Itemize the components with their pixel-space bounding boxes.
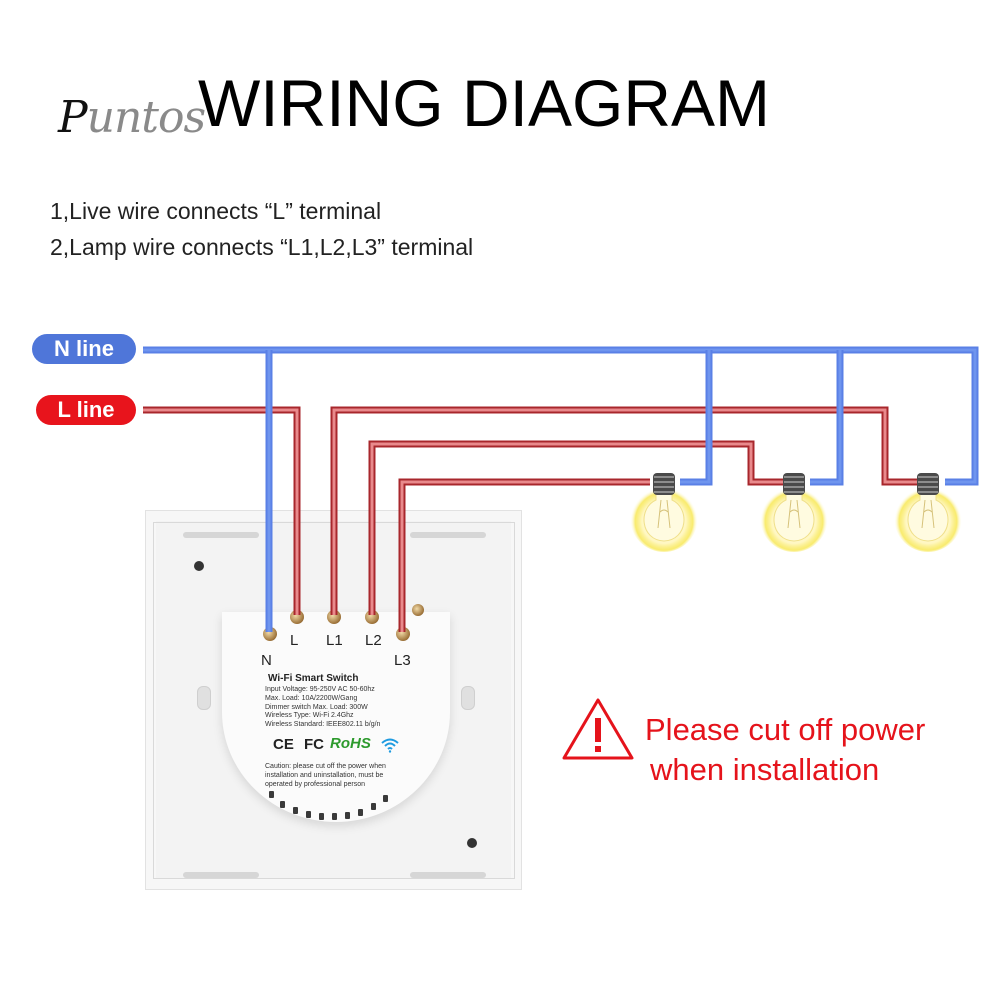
instruction-1: 1,Live wire connects “L” terminal [50, 198, 382, 224]
mount-hole [461, 686, 475, 710]
lamp-wire-l3 [398, 478, 650, 632]
lamp-3-bulb-icon [894, 473, 962, 552]
lamp-wire-l1-core [332, 408, 918, 615]
screw-hole [467, 838, 477, 848]
mount-slot [410, 872, 486, 878]
caution-line: Caution: please cut off the power when [265, 763, 386, 770]
terminal-label-l: L [290, 632, 299, 649]
brand-logo: Puntos [58, 92, 206, 143]
warning-text-line2: when installation [650, 752, 880, 787]
wifi-icon [381, 738, 399, 753]
spec-line: Wireless Standard: IEEE802.11 b/g/n [265, 721, 381, 728]
lamps [630, 473, 962, 552]
warning-text-line1: Please cut off power [645, 712, 926, 747]
vent [280, 801, 285, 808]
page-title: WIRING DIAGRAM [198, 66, 770, 140]
neutral-lamp-1-core [680, 350, 711, 484]
spec-line: Max. Load: 10A/2200W/Gang [265, 695, 358, 702]
vent [332, 813, 337, 820]
vent [358, 809, 363, 816]
lamp-2-bulb-icon [760, 473, 828, 552]
ce-mark: CE [273, 736, 294, 753]
mount-slot [183, 872, 259, 878]
vent [269, 791, 274, 798]
warning-triangle-icon [562, 698, 634, 760]
vent [345, 812, 350, 819]
lamp-wire-l2-core [370, 442, 785, 615]
neutral-lamp-1 [680, 350, 713, 486]
mount-slot [183, 532, 259, 538]
vent [319, 813, 324, 820]
lamp-wire-l3-core [400, 480, 650, 632]
neutral-wires [143, 346, 979, 632]
lamp-wire-l2 [368, 440, 785, 615]
vent [383, 795, 388, 802]
live-wire-l-core [143, 408, 299, 615]
terminal-label-l2: L2 [365, 632, 382, 649]
live-wire-l [143, 406, 301, 615]
terminal-label-n: N [261, 652, 272, 669]
spec-line: Wireless Type: Wi-Fi 2.4Ghz [265, 712, 354, 719]
vent [306, 811, 311, 818]
spec-line: Dimmer switch Max. Load: 300W [265, 704, 368, 711]
caution-line: operated by professional person [265, 781, 366, 788]
spare-screw [412, 604, 424, 616]
switch-module [222, 612, 450, 822]
live-wires [143, 406, 918, 632]
terminal-label-l3: L3 [394, 652, 411, 669]
spec-line: Input Voltage: 95-250V AC 50-60hz [265, 686, 375, 693]
vent [371, 803, 376, 810]
product-name: Wi-Fi Smart Switch [268, 673, 359, 684]
neutral-lamp-2-core [810, 350, 842, 484]
neutral-lamp-2 [810, 350, 844, 486]
rohs-mark: RoHS [330, 735, 371, 752]
lamp-1-bulb-icon [630, 473, 698, 552]
caution-line: installation and uninstallation, must be [265, 772, 384, 779]
screw-hole [194, 561, 204, 571]
neutral-main-core [143, 348, 977, 484]
vent [293, 807, 298, 814]
l-line-label: L line [36, 395, 136, 425]
mount-hole [197, 686, 211, 710]
n-line-label: N line [32, 334, 136, 364]
fc-mark: FC [304, 736, 324, 753]
mount-slot [410, 532, 486, 538]
instruction-2: 2,Lamp wire connects “L1,L2,L3” terminal [50, 234, 474, 260]
terminal-label-l1: L1 [326, 632, 343, 649]
